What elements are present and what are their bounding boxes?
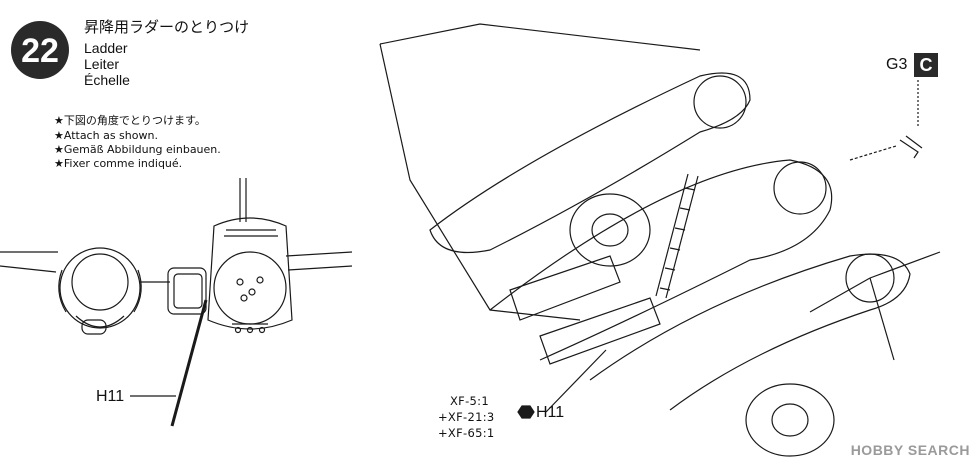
instruction-jp: ★下図の角度でとりつけます。: [54, 114, 206, 127]
instruction-de: ★Gemäß Abbildung einbauen.: [54, 143, 221, 156]
runner-c-badge: C: [914, 53, 938, 77]
step-title-jp: 昇降用ラダーのとりつけ: [84, 18, 250, 36]
step-title-de: Leiter: [84, 56, 120, 72]
paint-spec-line-1: XF-5:1: [450, 394, 489, 408]
watermark-text: HOBBY SEARCH: [850, 442, 970, 458]
step-title-fr: Échelle: [84, 72, 130, 88]
paint-spec-line-2: +XF-21:3: [438, 410, 495, 424]
front-view-illustration: [0, 178, 353, 427]
paint-spec-line-3: +XF-65:1: [438, 426, 495, 440]
part-label-h11-right: H11: [536, 404, 565, 421]
step-number-badge: 22: [11, 21, 69, 79]
part-label-h11-left: H11: [96, 388, 125, 405]
instruction-en: ★Attach as shown.: [54, 129, 158, 142]
perspective-view-illustration: [379, 23, 941, 457]
part-label-g3: G3: [886, 56, 908, 73]
step-title-en: Ladder: [84, 40, 128, 56]
step-number: 22: [21, 32, 59, 70]
instruction-fr: ★Fixer comme indiqué.: [54, 157, 183, 170]
